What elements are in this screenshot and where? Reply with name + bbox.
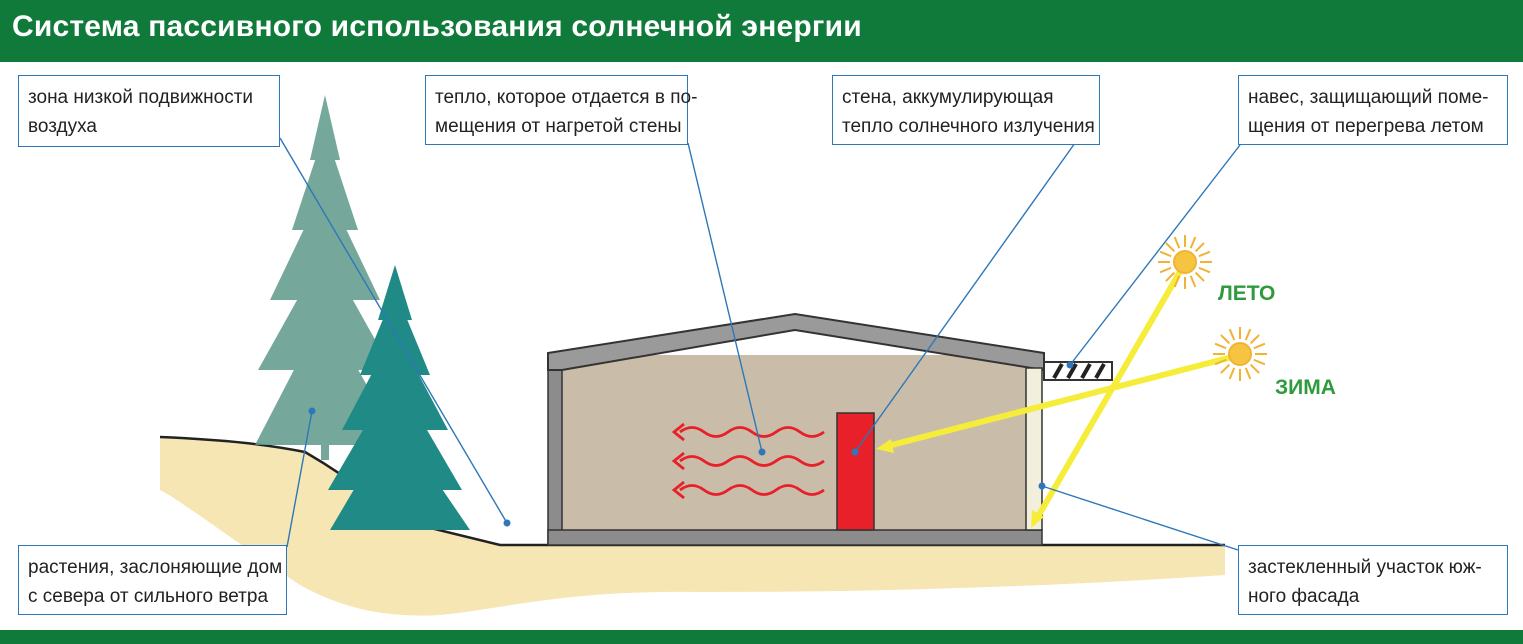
bottom-bar — [0, 630, 1523, 644]
callout-line: ного фасада — [1248, 586, 1360, 607]
sun-ray-spoke — [1253, 358, 1266, 366]
house-interior — [548, 355, 1026, 545]
callout-line: мещения от нагретой стены — [435, 116, 682, 137]
sun-ray-winter — [876, 352, 1241, 453]
house-floor — [547, 529, 1043, 546]
house-left-wall — [547, 354, 563, 546]
callout-heat-from-wall: тепло, которое отдается в по- мещения от… — [425, 75, 698, 145]
house — [547, 312, 1113, 546]
sun-ray-spoke — [1244, 328, 1252, 341]
title-bar: Система пассивного использования солнечн… — [0, 0, 1523, 62]
sun-ray-spoke — [1159, 266, 1172, 274]
season-label-winter: ЗИМА — [1275, 376, 1336, 399]
sun-ray-spoke — [1165, 271, 1176, 282]
sun-ray-spoke — [1253, 342, 1266, 350]
page-title: Система пассивного использования солнечн… — [12, 10, 862, 43]
ground — [160, 437, 1225, 616]
callout-line: навес, защищающий поме- — [1248, 87, 1489, 108]
sun-ray-spoke — [1220, 363, 1231, 374]
tree-icon — [328, 265, 470, 530]
sun-ray-spoke — [1173, 275, 1181, 288]
sun-ray-spoke — [1194, 271, 1205, 282]
roof — [547, 312, 1045, 372]
sun-ray-spoke — [1173, 236, 1181, 249]
sun-ray-spoke — [1249, 334, 1260, 345]
callout-line: с севера от сильного ветра — [28, 586, 269, 607]
callout-plants: растения, заслоняющие дом с севера от си… — [18, 545, 287, 615]
glazed-facade — [1025, 367, 1043, 531]
sun-ray-spoke — [1194, 242, 1205, 253]
sun-ray-spoke — [1214, 342, 1227, 350]
sun-ray-spoke — [1198, 250, 1211, 258]
callout-glazed-facade: застекленный участок юж- ного фасада — [1238, 545, 1508, 615]
sun-ray-spoke — [1214, 358, 1227, 366]
sun-ray-spoke — [1249, 363, 1260, 374]
sun-ray-spoke — [1244, 367, 1252, 380]
callout-line: застекленный участок юж- — [1248, 557, 1482, 578]
sun-ray-spoke — [1228, 367, 1236, 380]
sun-ray-spoke — [1189, 275, 1197, 288]
callout-line: тепло солнечного излучения — [842, 116, 1095, 137]
callout-low-air-zone: зона низкой подвижности воздуха — [18, 75, 280, 147]
sun-winter-icon — [1213, 327, 1267, 381]
callout-line: щения от перегрева летом — [1248, 116, 1484, 137]
sun-ray-spoke — [1165, 242, 1176, 253]
sun-ray-spoke — [1159, 250, 1172, 258]
callout-line: зона низкой подвижности — [28, 87, 254, 108]
leader-lines — [279, 137, 1241, 551]
sun-ray-spoke — [1198, 266, 1211, 274]
callout-line: тепло, которое отдается в по- — [435, 87, 698, 108]
sun-ray-spoke — [1220, 334, 1231, 345]
callout-line: стена, аккумулирующая — [842, 87, 1054, 108]
callout-storage-wall: стена, аккумулирующая тепло солнечного и… — [832, 75, 1100, 145]
sun-ray-spoke — [1189, 236, 1197, 249]
heat-wave-arrow-icon — [671, 422, 825, 500]
sun-ray-spoke — [1228, 328, 1236, 341]
season-label-summer: ЛЕТО — [1218, 282, 1276, 305]
callout-line: растения, заслоняющие дом — [28, 557, 283, 578]
sun-summer-icon — [1158, 235, 1212, 289]
canopy — [1043, 361, 1113, 381]
sun-ray-summer — [1031, 261, 1188, 528]
callout-canopy: навес, защищающий поме- щения от перегре… — [1238, 75, 1508, 145]
storage-wall — [836, 412, 875, 531]
callout-line: воздуха — [28, 116, 97, 137]
